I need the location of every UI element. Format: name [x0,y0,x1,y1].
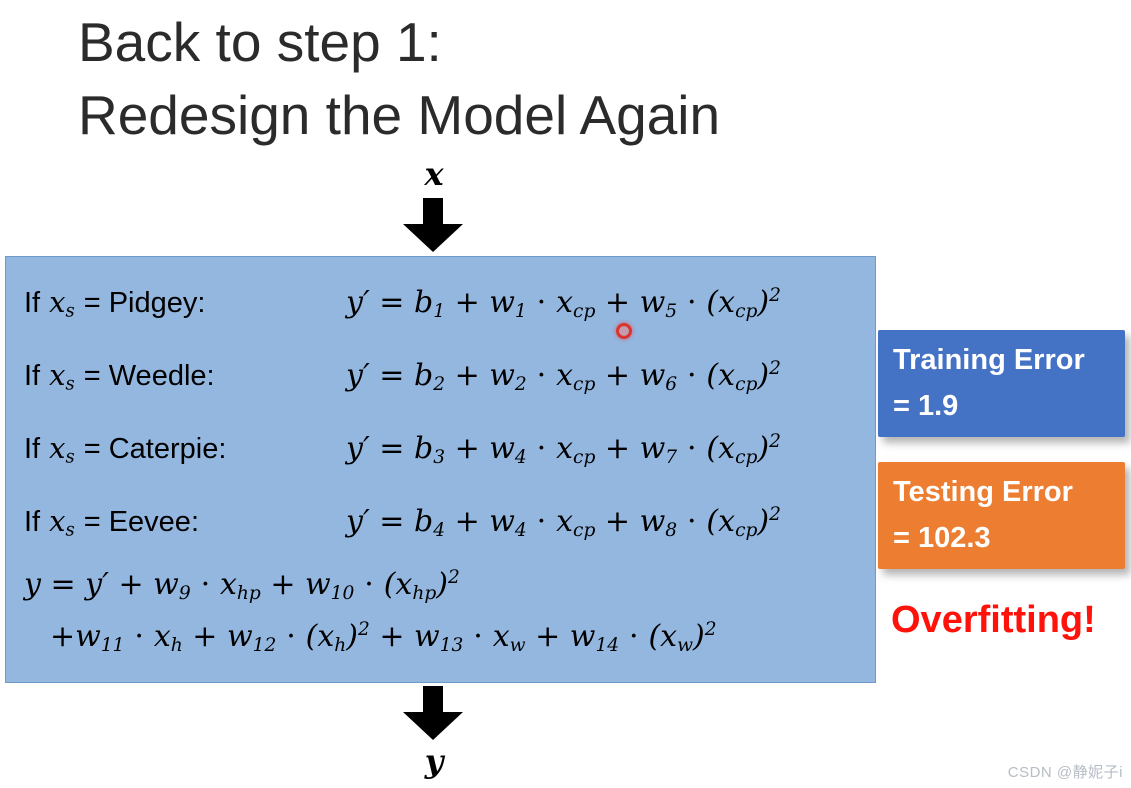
training-error-label: Training Error [893,344,1085,376]
testing-error-box: Testing Error = 102.3 [878,462,1125,569]
model-formula: y′ = b4 + w4 ⋅ xcp + w8 ⋅ (xcp)2 [346,504,781,541]
output-formula-line-2: +w11 ⋅ xh + w12 ⋅ (xh)2 + w13 ⋅ xw + w14… [24,611,867,663]
if-word: If [24,506,41,539]
species-variable: xs [49,285,75,322]
output-formula-continued: +w11 ⋅ xh + w12 ⋅ (xh)2 + w13 ⋅ xw + w14… [50,618,717,656]
if-word: If [24,287,41,320]
model-formula: y′ = b3 + w4 ⋅ xcp + w7 ⋅ (xcp)2 [346,431,781,468]
species-variable: xs [49,504,75,541]
output-formula: y = y′ + w9 ⋅ xhp + w10 ⋅ (xhp)2 [24,566,460,604]
species-variable: xs [49,358,75,395]
output-formula-line-1: y = y′ + w9 ⋅ xhp + w10 ⋅ (xhp)2 [24,559,867,611]
model-formula: y′ = b2 + w2 ⋅ xcp + w6 ⋅ (xcp)2 [346,358,781,395]
page-title: Back to step 1: Redesign the Model Again [78,6,720,152]
training-error-value: = 1.9 [893,390,959,422]
arrow-down-output-icon [403,686,463,740]
training-error-box: Training Error = 1.9 [878,330,1125,437]
testing-error-label: Testing Error [893,476,1073,508]
title-line-1: Back to step 1: [78,11,442,73]
input-variable-label: x [424,155,444,193]
laser-pointer-dot [616,323,632,339]
overfitting-note: Overfitting! [891,599,1096,641]
condition-rest: = Caterpie: [83,433,227,466]
if-word: If [24,360,41,393]
model-formula: y′ = b1 + w1 ⋅ xcp + w5 ⋅ (xcp)2 [346,285,781,322]
testing-error-value: = 102.3 [893,522,991,554]
title-line-2: Redesign the Model Again [78,84,721,146]
arrow-down-input-icon [403,198,463,252]
condition-rest: = Weedle: [83,360,215,393]
output-variable-label: y [424,742,444,780]
if-word: If [24,433,41,466]
condition-rest: = Eevee: [83,506,199,539]
species-variable: xs [49,431,75,468]
condition-rest: = Pidgey: [83,287,206,320]
watermark: CSDN @静妮子i [1007,764,1123,781]
